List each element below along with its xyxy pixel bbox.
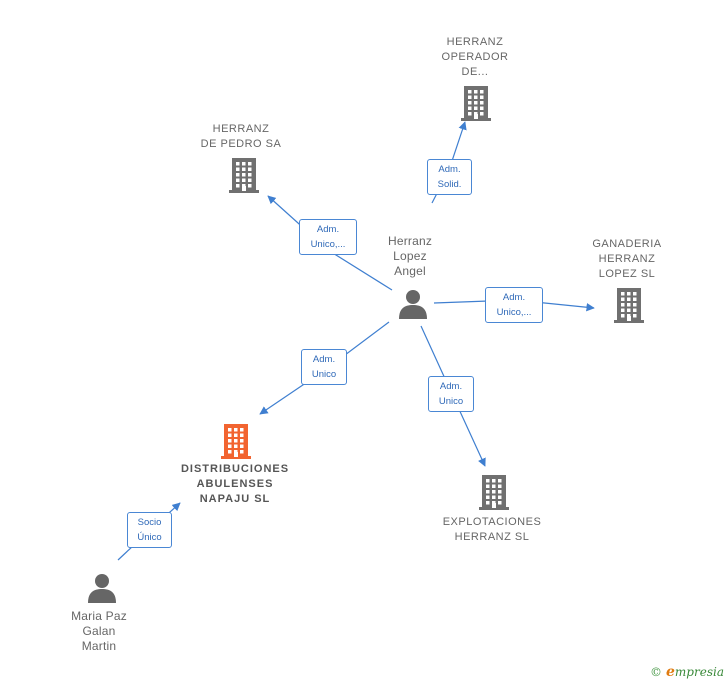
edge-label-adm-unico-de-pedro: Adm. Unico,... <box>299 219 357 255</box>
brand-logo-text: mpresia <box>674 665 724 679</box>
edge-label-adm-unico-ganaderia: Adm. Unico,... <box>485 287 543 323</box>
node-label-herranz-operador[interactable]: HERRANZ OPERADOR DE... <box>441 36 509 78</box>
edge-label-socio-unico: Socio Único <box>127 512 172 548</box>
person-icon[interactable] <box>397 288 429 320</box>
copyright-symbol: © <box>650 665 662 679</box>
node-label-herranz-lopez-angel[interactable]: Herranz Lopez Angel <box>387 234 433 278</box>
building-icon[interactable] <box>459 85 493 121</box>
edge-label-adm-unico-explotaciones: Adm. Unico <box>428 376 474 412</box>
node-label-maria-paz[interactable]: Maria Paz Galan Martin <box>71 609 127 653</box>
edge-label-adm-unico-distribuciones: Adm. Unico <box>301 349 347 385</box>
node-label-explotaciones[interactable]: EXPLOTACIONES HERRANZ SL <box>442 516 542 543</box>
building-icon[interactable] <box>477 474 511 510</box>
edge-label-adm-solid: Adm. Solid. <box>427 159 472 195</box>
person-icon[interactable] <box>86 572 118 604</box>
building-icon-focus[interactable] <box>219 423 253 459</box>
building-icon[interactable] <box>227 157 261 193</box>
brand-logo-initial: e <box>666 664 675 680</box>
building-icon[interactable] <box>612 287 646 323</box>
brand-footer: © empresia <box>650 664 724 680</box>
node-label-ganaderia[interactable]: GANADERIA HERRANZ LOPEZ SL <box>592 238 662 280</box>
node-label-distribuciones[interactable]: DISTRIBUCIONES ABULENSES NAPAJU SL <box>180 463 290 505</box>
node-label-herranz-de-pedro[interactable]: HERRANZ DE PEDRO SA <box>200 123 282 150</box>
